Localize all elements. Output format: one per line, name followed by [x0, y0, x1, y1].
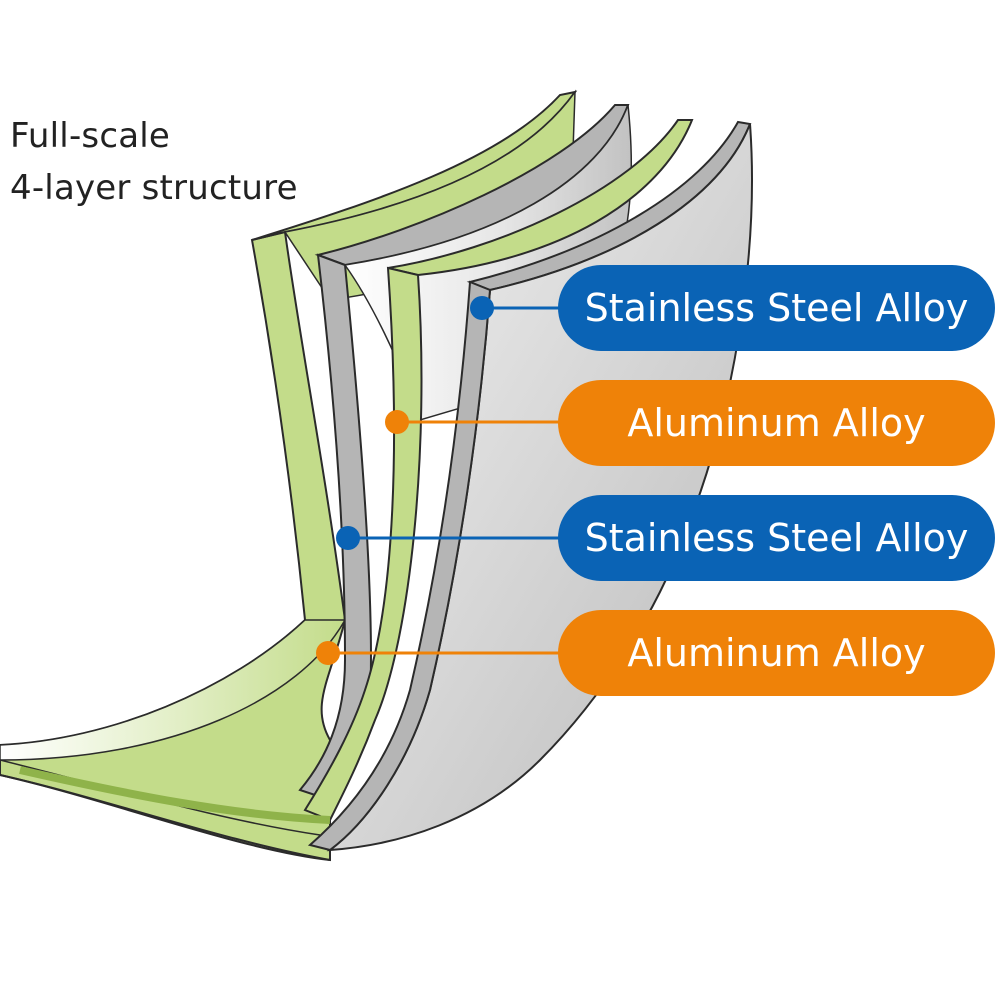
title-line-2: 4-layer structure — [10, 168, 298, 208]
callout-stainless-2 — [336, 526, 560, 550]
callout-stainless-1 — [470, 296, 560, 320]
layer-bottom-edges — [0, 759, 331, 861]
title-line-1: Full-scale — [10, 116, 171, 156]
diagram-title: Full-scale 4-layer structure — [10, 110, 298, 214]
callout-aluminum-2 — [316, 641, 560, 665]
label-aluminum-alloy-1: Aluminum Alloy — [558, 380, 995, 466]
label-aluminum-alloy-2: Aluminum Alloy — [558, 610, 995, 696]
label-stainless-steel-alloy-1: Stainless Steel Alloy — [558, 265, 995, 351]
callout-aluminum-1 — [385, 410, 560, 434]
label-stainless-steel-alloy-2: Stainless Steel Alloy — [558, 495, 995, 581]
